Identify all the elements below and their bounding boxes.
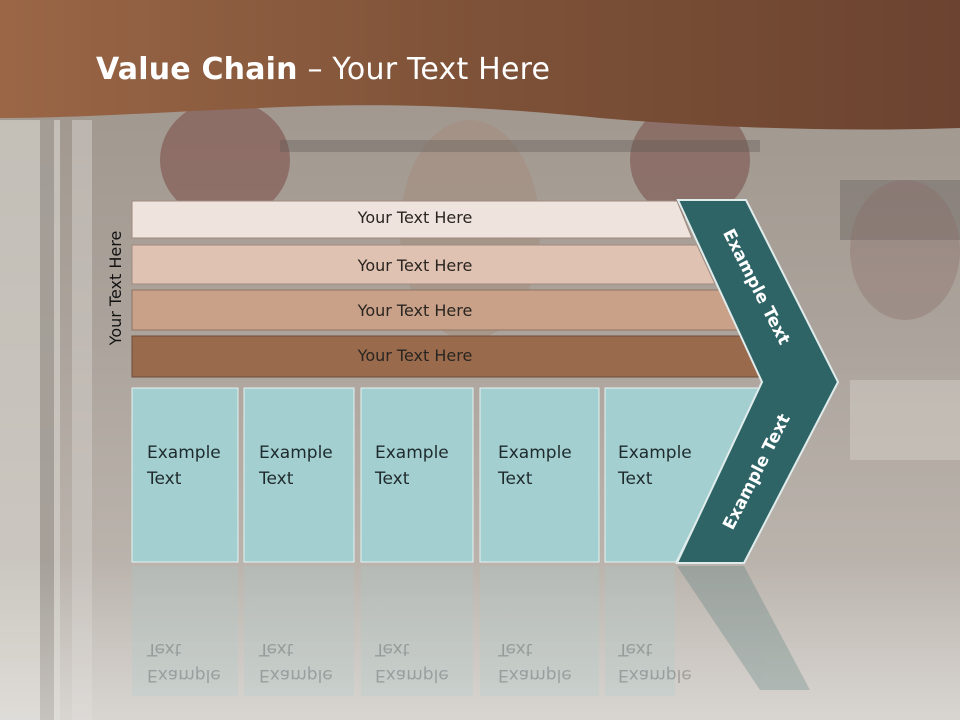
activity-box-shape-5 [604,387,763,563]
box-2-line1: Example [259,443,333,463]
box-3-line2: Text [375,469,410,489]
box-1-line2: Text [147,469,182,489]
box-3-line1: Example [375,443,449,463]
activity-box-shape-2 [243,387,355,563]
box-5-line2: Text [618,469,653,489]
title-bold: Value Chain [96,52,298,87]
support-band-2 [131,244,716,285]
box-1-line1: Example [147,443,221,463]
activity-box-shape-3 [360,387,474,563]
reflection-shapes [132,566,810,696]
margin-chevron [675,199,840,564]
band-label-2: Your Text Here [357,256,473,275]
activity-box-shape-4 [479,387,600,563]
box-5-line1: Example [618,443,692,463]
box-2-line2: Text [259,469,294,489]
band-label-4: Your Text Here [357,346,473,365]
support-band-1 [131,200,693,239]
title-rest: – Your Text Here [297,52,551,87]
slide-title: Value Chain – Your Text Here [96,52,550,87]
box-4-line2: Text [498,469,533,489]
box-4-line1: Example [498,443,572,463]
band-label-3: Your Text Here [357,301,473,320]
activity-box-shape-1 [131,387,239,563]
band-label-1: Your Text Here [357,208,473,227]
